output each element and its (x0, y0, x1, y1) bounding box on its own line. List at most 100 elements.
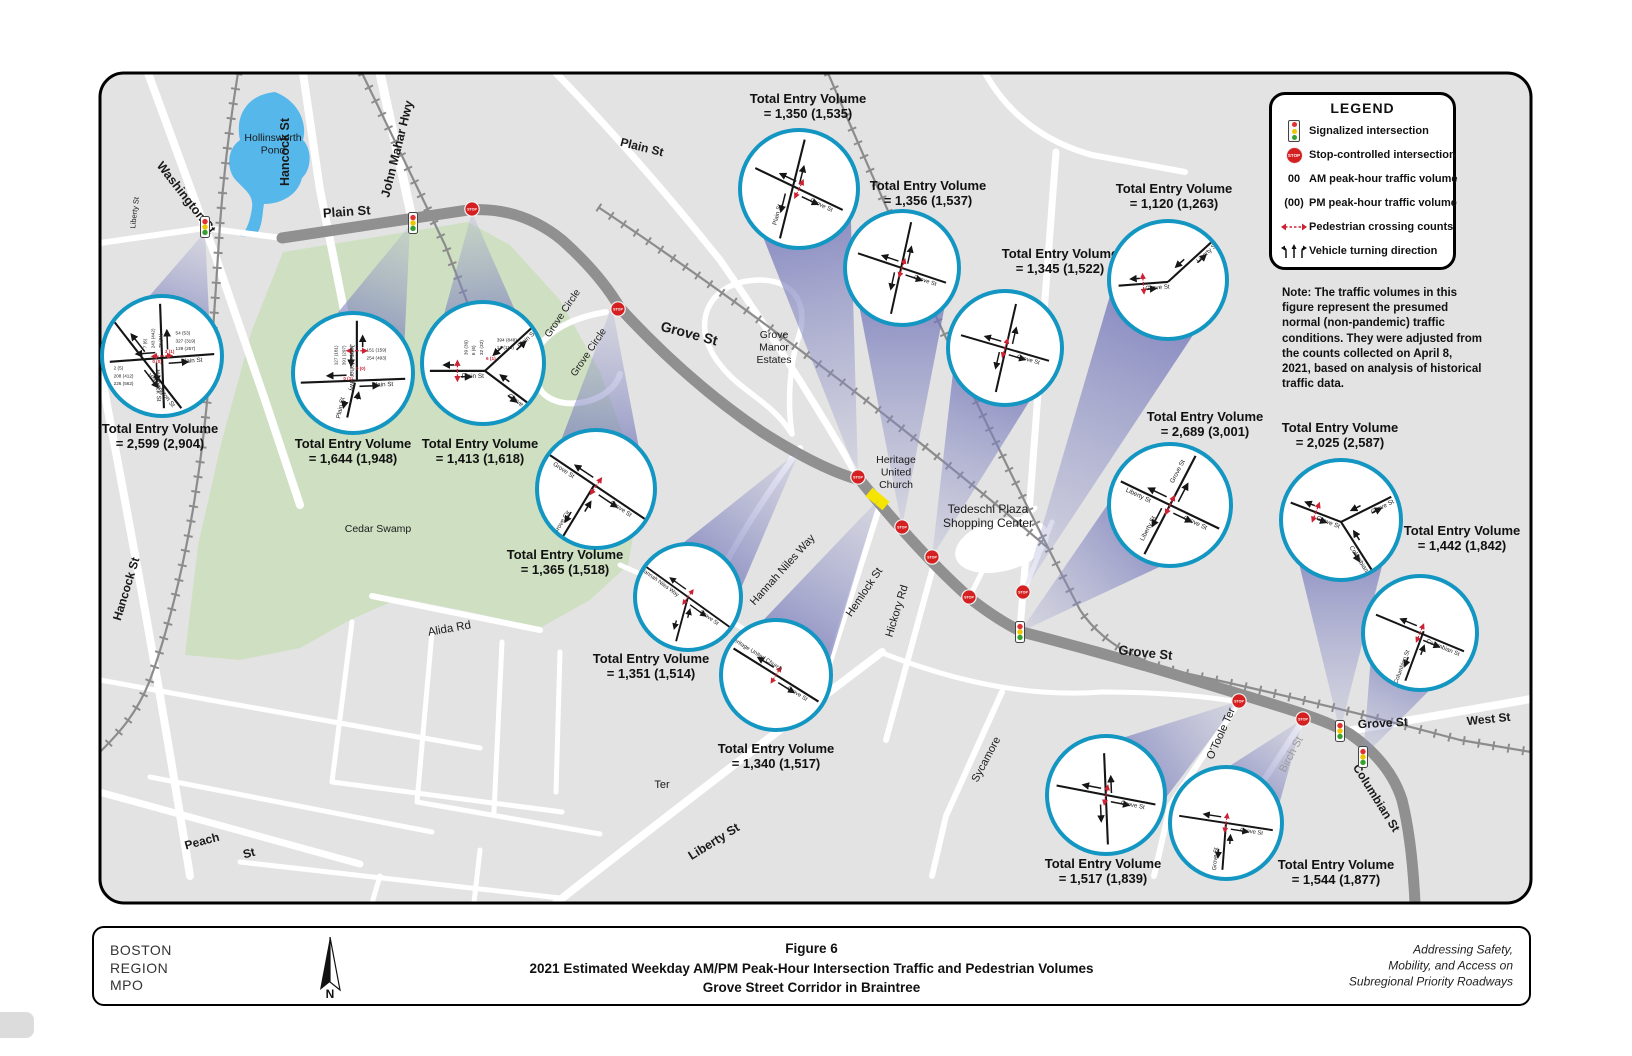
diagram-street-label: Plain St (335, 396, 347, 419)
railroad-ticks (823, 73, 1531, 757)
turning-arrow (801, 195, 820, 206)
street (329, 619, 355, 785)
turning-arrow (1011, 326, 1019, 345)
callout-grove-8: Grove St (843, 209, 961, 327)
street (877, 649, 1242, 705)
svg-text:STOP: STOP (927, 556, 937, 560)
intersection-diagram: Grove St (857, 221, 947, 315)
intersection-diagram: Grove St (960, 303, 1050, 393)
street (100, 677, 213, 703)
footer-org-line: BOSTON (110, 942, 172, 958)
tagline-line: Subregional Priority Roadways (1348, 975, 1513, 990)
legend-row-ped: Pedestrian crossing counts (1279, 215, 1453, 239)
turning-arrow (341, 400, 349, 410)
total-entry-volume-title: Total Entry Volume (1044, 856, 1162, 872)
movement-volume: 394 (848) (497, 337, 518, 343)
legend-label-stop: Stop-controlled intersection (1309, 149, 1456, 161)
total-entry-volume-value: = 1,413 (1,618) (435, 451, 525, 466)
street-label: Hancock St (278, 117, 292, 186)
total-entry-volume-label: Total Entry Volume= 1,356 (1,537) (870, 178, 987, 209)
legend-label-am: AM peak-hour traffic volume (1309, 173, 1458, 185)
turning-arrow (1173, 512, 1193, 523)
diagram-street-label: Columbian St (1348, 545, 1374, 578)
total-entry-volume-label: Total Entry Volume= 1,442 (1,842) (1404, 523, 1521, 554)
legend-row-am: 00 AM peak-hour traffic volume (1279, 167, 1458, 191)
diagram-street-label: Grove St (1212, 847, 1220, 871)
total-entry-volume-value: = 1,356 (1,537) (883, 193, 973, 208)
legend-title: LEGEND (1330, 100, 1395, 116)
pedestrian-arrow (1003, 337, 1010, 349)
grove-street-corridor (276, 204, 1421, 903)
turning-arrow (1196, 253, 1207, 264)
street-label: St (241, 845, 256, 862)
pedestrian-arrow (1415, 632, 1421, 643)
svg-text:STOP: STOP (613, 308, 623, 312)
turning-arrow (1110, 800, 1131, 808)
street (147, 774, 435, 835)
turning-arrow (507, 394, 518, 403)
movement-volume: 151 (159) (367, 348, 387, 353)
total-entry-volume-title: Total Entry Volume (717, 741, 835, 757)
turning-arrow (1146, 285, 1158, 293)
north-label: N (326, 987, 335, 1000)
turning-arrow (325, 371, 347, 380)
total-entry-volume-title: Total Entry Volume (421, 436, 539, 452)
legend-label-turning: Vehicle turning direction (1309, 245, 1438, 257)
turning-arrow (1147, 487, 1167, 498)
movement-volume: 568 (426) (349, 345, 354, 365)
turning-arrow (130, 333, 146, 353)
pm-volume-symbol: (00) (1284, 197, 1304, 209)
figure-title-line: 2021 Estimated Weekday AM/PM Peak-Hour I… (529, 960, 1094, 976)
diagram-street-label: Columbian St (1393, 649, 1411, 685)
total-entry-volume-title: Total Entry Volume (506, 547, 624, 563)
callout-grove-9: Grove St (946, 289, 1064, 407)
tedeschi-plaza-label: Shopping Center (943, 516, 1033, 530)
legend-label-ped: Pedestrian crossing counts (1309, 221, 1454, 233)
movement-volume: 32 (32) (479, 340, 485, 355)
street-line (300, 377, 406, 384)
footer-tagline: Addressing Safety, Mobility, and Access … (1349, 942, 1513, 991)
diagram-street-label: Plain St (181, 357, 203, 366)
pedestrian-arrow (687, 588, 694, 598)
street-line (1340, 495, 1392, 523)
tagline-line: Addressing Safety, (1413, 942, 1513, 957)
turning-arrow (1097, 804, 1105, 823)
turning-arrow (584, 500, 592, 512)
stop-sign-icon: STOP (610, 301, 626, 317)
turning-arrow (778, 193, 787, 214)
pedestrian-arrow (1000, 347, 1007, 359)
legend-label-pm: PM peak-hour traffic volume (1309, 197, 1457, 209)
total-entry-volume-value: = 1,340 (1,517) (731, 756, 821, 771)
heritage-united-church-label: Heritage (876, 454, 916, 466)
intersection-diagram: Grove St (1056, 753, 1156, 845)
movement-volume: 39 (39) (463, 340, 469, 355)
street (144, 73, 304, 509)
grove-manor-estates-label: Manor (759, 342, 789, 354)
street (414, 799, 603, 837)
hollinsworth-pond (229, 92, 310, 237)
total-entry-volume-title: Total Entry Volume (592, 651, 710, 667)
turning-arrow (1226, 833, 1234, 845)
turning-arrow (1129, 274, 1140, 283)
total-entry-volume-title: Total Entry Volume (1277, 857, 1395, 873)
total-entry-volume-label: Total Entry Volume= 1,350 (1,535) (750, 91, 867, 122)
turning-arrow (1418, 644, 1426, 656)
turning-arrow (1008, 354, 1027, 362)
callout-grove-otoole: Grove St (1045, 734, 1167, 856)
turning-arrow (163, 328, 171, 350)
street (552, 648, 886, 903)
turning-arrow (1174, 258, 1185, 269)
pedestrian-arrow (897, 267, 904, 279)
street-label: Liberty St (128, 196, 141, 229)
pedestrian-arrow (1140, 283, 1147, 295)
turning-arrow (906, 245, 914, 264)
pedestrian-arrow (794, 188, 800, 199)
